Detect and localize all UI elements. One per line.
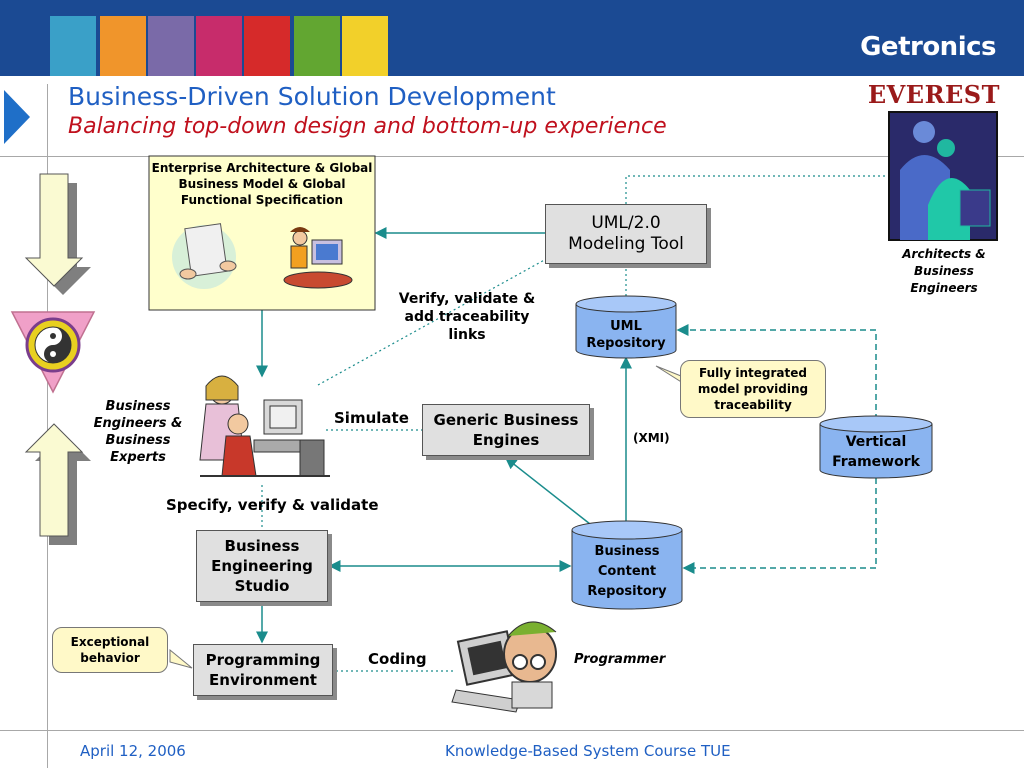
everest-logo: EVEREST <box>867 80 1000 109</box>
content-repository-cylinder <box>571 520 683 610</box>
divider-vertical <box>47 84 48 768</box>
dashed-framework-content <box>682 478 877 574</box>
color-strip <box>196 16 242 76</box>
business-engineers-label: Business Engineers & Business Experts <box>93 399 183 465</box>
color-strip <box>148 16 194 76</box>
business-engineering-studio-box: Business Engineering Studio <box>196 530 328 602</box>
color-strip <box>244 16 290 76</box>
person-computer-icon <box>283 227 353 289</box>
color-strip <box>342 16 388 76</box>
down-arrow-icon <box>24 173 91 295</box>
programmer-label: Programmer <box>574 652 666 667</box>
footer-course: Knowledge-Based System Course TUE <box>445 742 731 760</box>
dotted-architects-link <box>625 175 890 204</box>
content-repository-label: Business Content Repository <box>587 544 667 599</box>
footer-date: April 12, 2006 <box>80 742 186 760</box>
programmer-icon <box>451 621 557 713</box>
page-subtitle: Balancing top-down design and bottom-up … <box>68 114 667 139</box>
vertical-framework-label: Vertical Framework <box>832 434 920 470</box>
programming-environment-label: Programming Environment <box>205 651 321 689</box>
business-engineers-icon <box>199 375 330 477</box>
uml-repository-label: UML Repository <box>586 319 666 351</box>
divider-top <box>0 156 1024 157</box>
color-strip <box>50 16 96 76</box>
exceptional-behavior-label: Exceptional behavior <box>70 635 150 665</box>
slide-marker-icon <box>4 90 30 144</box>
exceptional-behavior-callout: Exceptional behavior <box>52 627 168 673</box>
arrow-content-engines <box>504 457 591 525</box>
simulate-label: Simulate <box>334 409 409 427</box>
generic-business-engines-box: Generic Business Engines <box>422 404 590 456</box>
verify-label: Verify, validate & add traceability link… <box>398 291 536 343</box>
yin-yang-icon <box>10 311 96 394</box>
architects-label: Architects & Business Engineers <box>902 247 986 295</box>
enterprise-box-label: Enterprise Architecture & Global Busines… <box>151 161 373 207</box>
dashed-framework-uml <box>676 324 877 420</box>
page-title: Business-Driven Solution Development <box>68 82 556 111</box>
uml-repository-cylinder <box>575 295 677 359</box>
coding-label: Coding <box>368 650 427 668</box>
divider-bottom <box>0 730 1024 731</box>
color-strip <box>100 16 146 76</box>
up-arrow-icon <box>24 423 91 545</box>
getronics-logo: Getronics <box>860 32 996 62</box>
color-strip <box>294 16 340 76</box>
architects-icon <box>888 111 998 241</box>
specify-label: Specify, verify & validate <box>166 496 379 514</box>
fully-integrated-label: Fully integrated model providing traceab… <box>697 366 809 412</box>
dotted-verify-link <box>317 257 549 386</box>
fully-integrated-callout: Fully integrated model providing traceab… <box>680 360 826 418</box>
generic-business-engines-label: Generic Business Engines <box>433 411 579 449</box>
vertical-framework-cylinder <box>819 415 933 479</box>
uml-modeling-tool-label: UML/2.0 Modeling Tool <box>568 213 684 254</box>
business-engineering-studio-label: Business Engineering Studio <box>211 537 313 595</box>
uml-modeling-tool-box: UML/2.0 Modeling Tool <box>545 204 707 264</box>
header-bar: Getronics <box>0 0 1024 76</box>
document-icon <box>172 223 237 289</box>
xmi-label: (XMI) <box>633 431 670 445</box>
programming-environment-box: Programming Environment <box>193 644 333 696</box>
